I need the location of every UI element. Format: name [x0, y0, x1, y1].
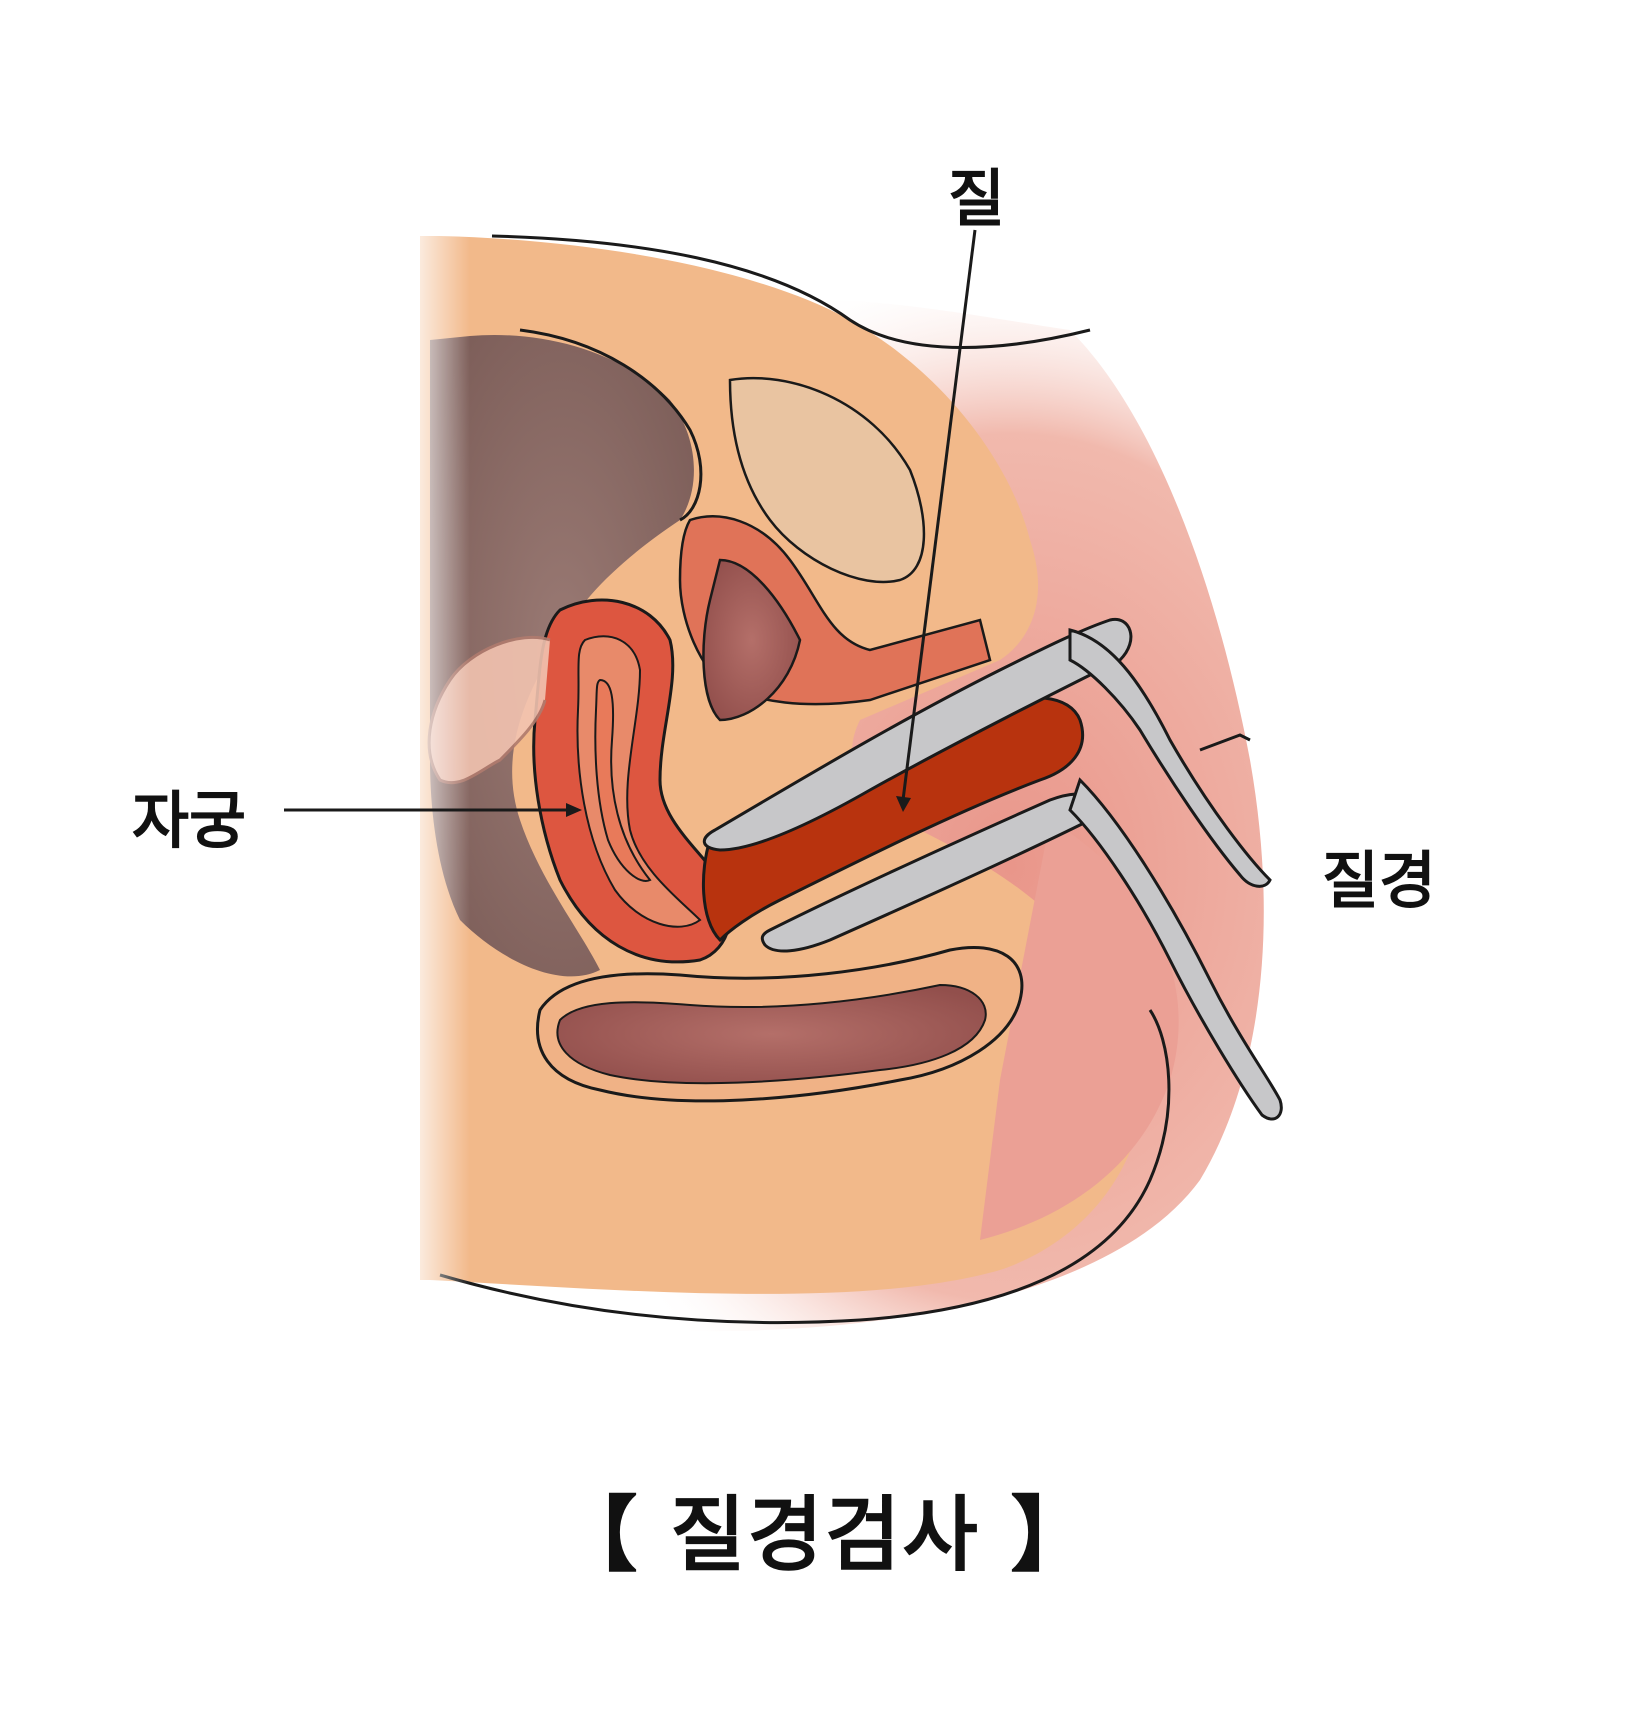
left-fade — [400, 220, 470, 1300]
rectum-inner — [702, 558, 802, 722]
lower-outline — [439, 1009, 1171, 1325]
bladder-inner — [556, 983, 987, 1085]
speculum-handle-lower — [1068, 777, 1283, 1121]
speculum-label: 질경 — [1322, 844, 1437, 917]
vagina-label: 질 — [948, 162, 1006, 235]
posterior-cavity — [430, 334, 694, 977]
lower-pink-region — [980, 820, 1179, 1240]
vagina-leader-line — [901, 229, 977, 801]
uterus-label: 자궁 — [132, 784, 247, 857]
top-outline — [491, 234, 1091, 349]
uterus-arrowhead — [566, 803, 582, 817]
speculum-screw — [1199, 733, 1251, 752]
uterus-cavity — [594, 678, 652, 882]
cavity-outline — [519, 328, 703, 522]
vagina-arrowhead — [896, 796, 911, 812]
caption-title: 【 질경검사 】 — [555, 1488, 1095, 1583]
speculum-handle-upper — [1068, 628, 1272, 888]
speculum-lower-blade — [760, 792, 1100, 953]
pubic-bone — [728, 376, 926, 584]
